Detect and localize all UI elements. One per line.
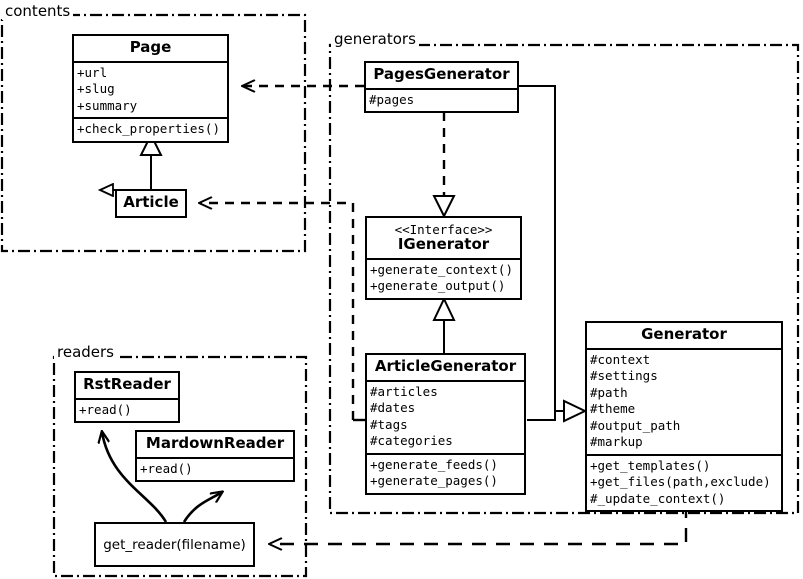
class-articlegenerator-operations: +generate_feeds() +generate_pages() [367, 452, 524, 493]
class-markdownreader-operation: +read() [140, 460, 193, 476]
class-generator-attribute: #path [590, 384, 628, 400]
class-page-operations: +check_properties() [74, 117, 227, 141]
class-generator-attribute: #output_path [590, 417, 681, 433]
class-articlegenerator-attribute: #dates [370, 400, 416, 416]
class-page-operation: +check_properties() [77, 121, 220, 137]
class-page[interactable]: Page +url +slug +summary +check_properti… [72, 34, 229, 143]
relation-article-to-page-line [139, 132, 163, 190]
relation-pagesgenerator-to-igenerator [432, 112, 456, 219]
class-articlegenerator-attribute: #tags [370, 416, 408, 432]
class-igenerator-operation: +generate_context() [370, 261, 513, 277]
class-generator-attributes: #context #settings #path #theme #output_… [587, 347, 781, 454]
class-generator-attribute: #theme [590, 401, 636, 417]
package-border-generators [328, 43, 800, 515]
class-igenerator-stereotype: <<Interface>> [394, 222, 493, 237]
class-generator-operations: +get_templates() +get_files(path,exclude… [587, 453, 781, 511]
relation-generators-to-generator [519, 85, 588, 423]
class-igenerator-title: <<Interface>> IGenerator [367, 218, 520, 258]
class-generator-title: Generator [641, 325, 727, 343]
class-rstreader-operation: +read() [79, 401, 132, 417]
class-pagesgenerator-attributes: #pages [366, 87, 517, 112]
class-generator-attribute: #markup [590, 434, 643, 450]
class-page-attribute: +slug [77, 81, 115, 97]
package-label-generators: generators [331, 30, 419, 48]
class-generator-attribute: #context [590, 351, 651, 367]
class-igenerator-operations: +generate_context() +generate_output() [367, 257, 520, 298]
class-article[interactable]: Article [115, 189, 187, 218]
class-page-title: Page [129, 38, 172, 56]
class-articlegenerator-operation: +generate_pages() [370, 473, 498, 489]
class-page-attribute: +summary [77, 97, 138, 113]
class-pagesgenerator-title: PagesGenerator [373, 65, 510, 83]
relation-getreader-to-rstreader [102, 432, 168, 523]
class-rstreader[interactable]: RstReader +read() [74, 371, 180, 424]
class-page-attribute: +url [77, 64, 108, 80]
class-pagesgenerator[interactable]: PagesGenerator #pages [364, 61, 519, 114]
relation-getreader-to-markdownreader [182, 492, 222, 523]
class-articlegenerator-attributes: #articles #dates #tags #categories [367, 379, 524, 453]
relation-generator-to-getreader [270, 504, 688, 544]
class-generator-operation: #_update_context() [590, 490, 726, 506]
relation-articlegenerator-to-igenerator [432, 296, 456, 353]
class-rstreader-title: RstReader [83, 375, 171, 393]
class-generator-operation: +get_files(path,exclude) [590, 474, 771, 490]
class-pagesgenerator-attribute: #pages [369, 91, 415, 107]
package-border-contents [0, 13, 307, 253]
class-articlegenerator[interactable]: ArticleGenerator #articles #dates #tags … [365, 353, 526, 495]
package-label-readers: readers [54, 343, 117, 361]
class-igenerator[interactable]: <<Interface>> IGenerator +generate_conte… [365, 216, 522, 300]
class-rstreader-operations: +read() [76, 397, 178, 422]
class-generator-attribute: #settings [590, 368, 658, 384]
class-markdownreader[interactable]: MardownReader +read() [135, 430, 295, 483]
relation-articlegenerator-to-article [200, 203, 365, 422]
class-articlegenerator-attribute: #categories [370, 433, 453, 449]
class-generator-operation: +get_templates() [590, 457, 711, 473]
class-igenerator-name: IGenerator [397, 235, 490, 253]
class-markdownreader-operations: +read() [137, 456, 293, 481]
class-markdownreader-title: MardownReader [145, 434, 285, 452]
class-articlegenerator-operation: +generate_feeds() [370, 456, 498, 472]
package-border-readers [52, 355, 308, 578]
class-generator[interactable]: Generator #context #settings #path #them… [585, 321, 783, 513]
class-igenerator-operation: +generate_output() [370, 278, 506, 294]
class-articlegenerator-attribute: #articles [370, 383, 438, 399]
package-label-contents: contents [2, 2, 74, 20]
function-get-reader[interactable]: get_reader(filename) [94, 522, 255, 567]
function-get-reader-label: get_reader(filename) [103, 536, 246, 553]
class-article-title: Article [123, 193, 179, 211]
class-page-attributes: +url +slug +summary [74, 60, 227, 118]
class-articlegenerator-title: ArticleGenerator [374, 357, 517, 375]
